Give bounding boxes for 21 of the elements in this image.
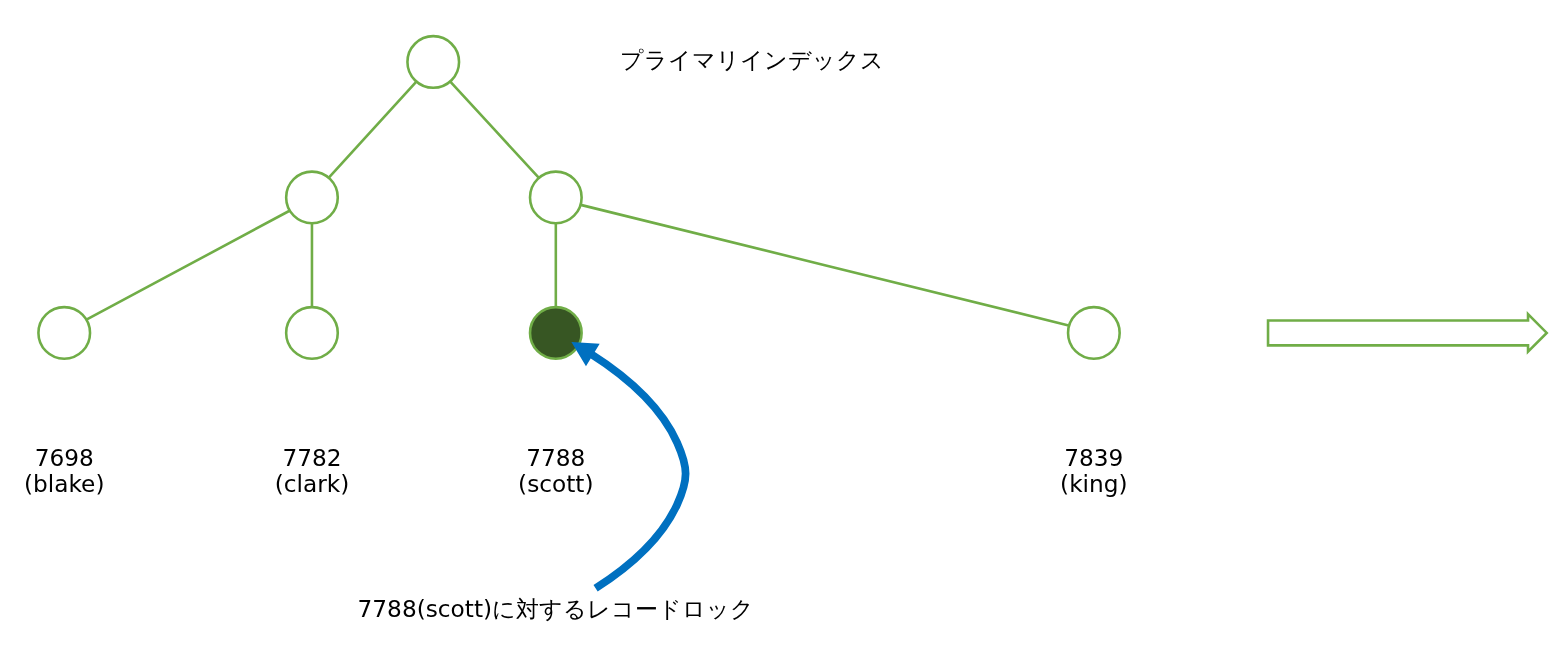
connector	[554, 223, 558, 307]
node-label: 7839 (king)	[1060, 443, 1128, 497]
connector	[328, 80, 418, 178]
node-label: 7782 (clark)	[274, 443, 350, 497]
node-circle	[284, 169, 340, 225]
connector	[85, 209, 291, 321]
node-label: 7788 (scott)	[518, 443, 594, 497]
node-text: 7788(scott)に対するレコードロック	[357, 594, 755, 622]
node-circle	[37, 305, 92, 360]
node-circle	[1066, 305, 1121, 360]
node-circle	[284, 305, 340, 360]
node-arrow	[1266, 310, 1549, 355]
connector	[310, 223, 314, 307]
node-circle	[528, 305, 583, 360]
label: プライマリインデックス	[619, 45, 884, 73]
connector	[580, 203, 1069, 327]
arrow	[571, 341, 690, 592]
node-circle	[406, 34, 461, 89]
node-label: 7698 (blake)	[24, 443, 105, 497]
connector	[449, 80, 540, 179]
node-circle	[528, 169, 583, 225]
